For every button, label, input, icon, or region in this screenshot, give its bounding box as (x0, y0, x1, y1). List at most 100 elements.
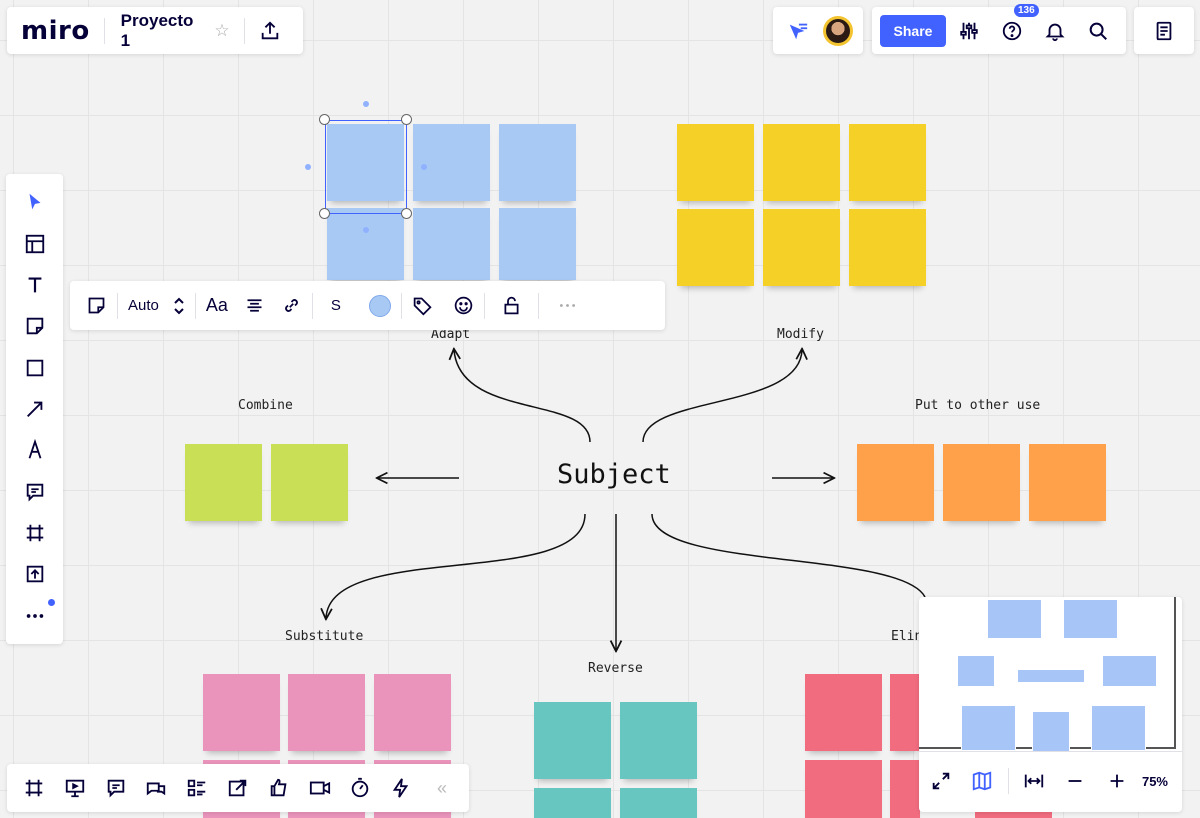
cursor-follow-button[interactable] (783, 11, 813, 51)
sticky-note-red[interactable] (975, 810, 1052, 818)
connection-line-tool[interactable] (15, 390, 55, 428)
subject-text[interactable]: Subject (557, 459, 671, 490)
label-modify[interactable]: Modify (777, 327, 824, 342)
frames-button[interactable] (15, 768, 53, 808)
resize-handle-bottom-right[interactable] (401, 208, 412, 219)
sticky-note-green[interactable] (185, 444, 262, 521)
sticky-note-red[interactable] (890, 760, 920, 818)
avatar[interactable] (823, 15, 853, 46)
link-button[interactable] (271, 281, 312, 330)
miro-logo[interactable]: miro (21, 15, 90, 46)
more-options-button[interactable] (539, 281, 596, 330)
sticky-note-yellow[interactable] (849, 124, 926, 201)
label-combine[interactable]: Combine (238, 398, 293, 413)
voting-button[interactable] (260, 768, 298, 808)
fit-to-screen-button[interactable] (1018, 761, 1050, 801)
settings-button[interactable] (949, 11, 989, 51)
frame-tool[interactable] (15, 514, 55, 552)
color-picker-button[interactable] (359, 281, 401, 330)
presentation-button[interactable] (56, 768, 94, 808)
cards-button[interactable] (178, 768, 216, 808)
fullscreen-button[interactable] (925, 761, 957, 801)
sticky-note-orange[interactable] (1029, 444, 1106, 521)
chat-icon (147, 782, 166, 796)
resize-handle-bottom-left[interactable] (319, 208, 330, 219)
label-put-to-other-use[interactable]: Put to other use (915, 398, 1041, 413)
label-reverse[interactable]: Reverse (588, 661, 643, 676)
select-tool[interactable] (15, 183, 55, 221)
help-button[interactable]: 136 (992, 3, 1039, 51)
sticky-note-pink[interactable] (374, 674, 451, 751)
resize-handle-top-left[interactable] (319, 114, 330, 125)
collapse-toolbar-button[interactable]: « (436, 777, 447, 798)
sticky-note-orange[interactable] (857, 444, 934, 521)
templates-tool[interactable] (15, 225, 55, 263)
sticky-note-yellow[interactable] (763, 209, 840, 286)
zoom-out-button[interactable] (1059, 761, 1091, 801)
font-size-select[interactable]: Auto (118, 281, 195, 330)
sticky-size-button[interactable]: S (330, 297, 341, 314)
sticky-note-teal[interactable] (534, 788, 611, 818)
zoom-in-button[interactable] (1101, 761, 1133, 801)
reaction-button[interactable] (443, 281, 484, 330)
video-call-button[interactable] (301, 768, 339, 808)
text-format-button[interactable]: Aa (205, 295, 228, 315)
notes-button[interactable] (1144, 11, 1184, 51)
connector-dot-right[interactable] (421, 164, 427, 170)
sticky-note-teal[interactable] (620, 788, 697, 818)
sticky-note-tool[interactable] (15, 307, 55, 345)
sticky-note-orange[interactable] (943, 444, 1020, 521)
sticky-note-blue[interactable] (327, 124, 404, 201)
toggle-minimap-button[interactable] (966, 761, 998, 801)
sticky-note-teal[interactable] (620, 702, 697, 779)
timer-button[interactable] (341, 768, 379, 808)
notifications-button[interactable] (1035, 11, 1075, 51)
board-title[interactable]: Proyecto 1 (120, 10, 194, 50)
minimap-sticky-group (957, 655, 995, 687)
share-screen-button[interactable] (219, 768, 257, 808)
apps-button[interactable] (382, 768, 420, 808)
sticky-note-red[interactable] (805, 674, 882, 751)
sticky-note-yellow[interactable] (677, 209, 754, 286)
connector-dot-top[interactable] (363, 101, 369, 107)
search-button[interactable] (1078, 11, 1118, 51)
selection-frame[interactable] (325, 120, 407, 214)
text-align-button[interactable] (238, 281, 271, 330)
export-button[interactable] (251, 11, 289, 51)
pen-tool[interactable] (15, 431, 55, 469)
upload-tool[interactable] (15, 555, 55, 593)
sticky-note-blue[interactable] (413, 124, 490, 201)
connector-dot-bottom[interactable] (363, 227, 369, 233)
connector-dot-left[interactable] (305, 164, 311, 170)
resize-handle-top-right[interactable] (401, 114, 412, 125)
label-adapt[interactable]: Adapt (431, 327, 471, 342)
sticky-note-yellow[interactable] (849, 209, 926, 286)
sticky-note-green[interactable] (271, 444, 348, 521)
comment-tool[interactable] (15, 473, 55, 511)
sticky-note-red[interactable] (890, 674, 920, 751)
tag-button[interactable] (402, 281, 443, 330)
sticky-type-button[interactable] (76, 281, 117, 330)
lock-button[interactable] (485, 281, 538, 330)
sticky-note-teal[interactable] (534, 702, 611, 779)
zoom-level[interactable]: 75% (1141, 773, 1168, 789)
sticky-note-blue[interactable] (413, 208, 490, 280)
sticky-note-red[interactable] (805, 760, 882, 818)
sticky-note-pink[interactable] (203, 674, 280, 751)
star-icon[interactable]: ☆ (214, 20, 230, 40)
sticky-note-blue[interactable] (499, 124, 576, 201)
text-tool[interactable] (15, 266, 55, 304)
comments-button[interactable] (97, 768, 135, 808)
share-button[interactable]: Share (880, 14, 946, 47)
sticky-note-blue[interactable] (327, 208, 404, 280)
more-tools-button[interactable] (15, 597, 55, 635)
label-substitute[interactable]: Substitute (285, 629, 364, 644)
shape-tool[interactable] (15, 349, 55, 387)
sticky-note-blue[interactable] (499, 208, 576, 280)
label-eliminate[interactable]: Elin (891, 629, 923, 644)
minimap[interactable] (919, 597, 1182, 752)
sticky-note-yellow[interactable] (763, 124, 840, 201)
sticky-note-pink[interactable] (288, 674, 365, 751)
sticky-note-yellow[interactable] (677, 124, 754, 201)
chat-button[interactable] (137, 768, 175, 808)
